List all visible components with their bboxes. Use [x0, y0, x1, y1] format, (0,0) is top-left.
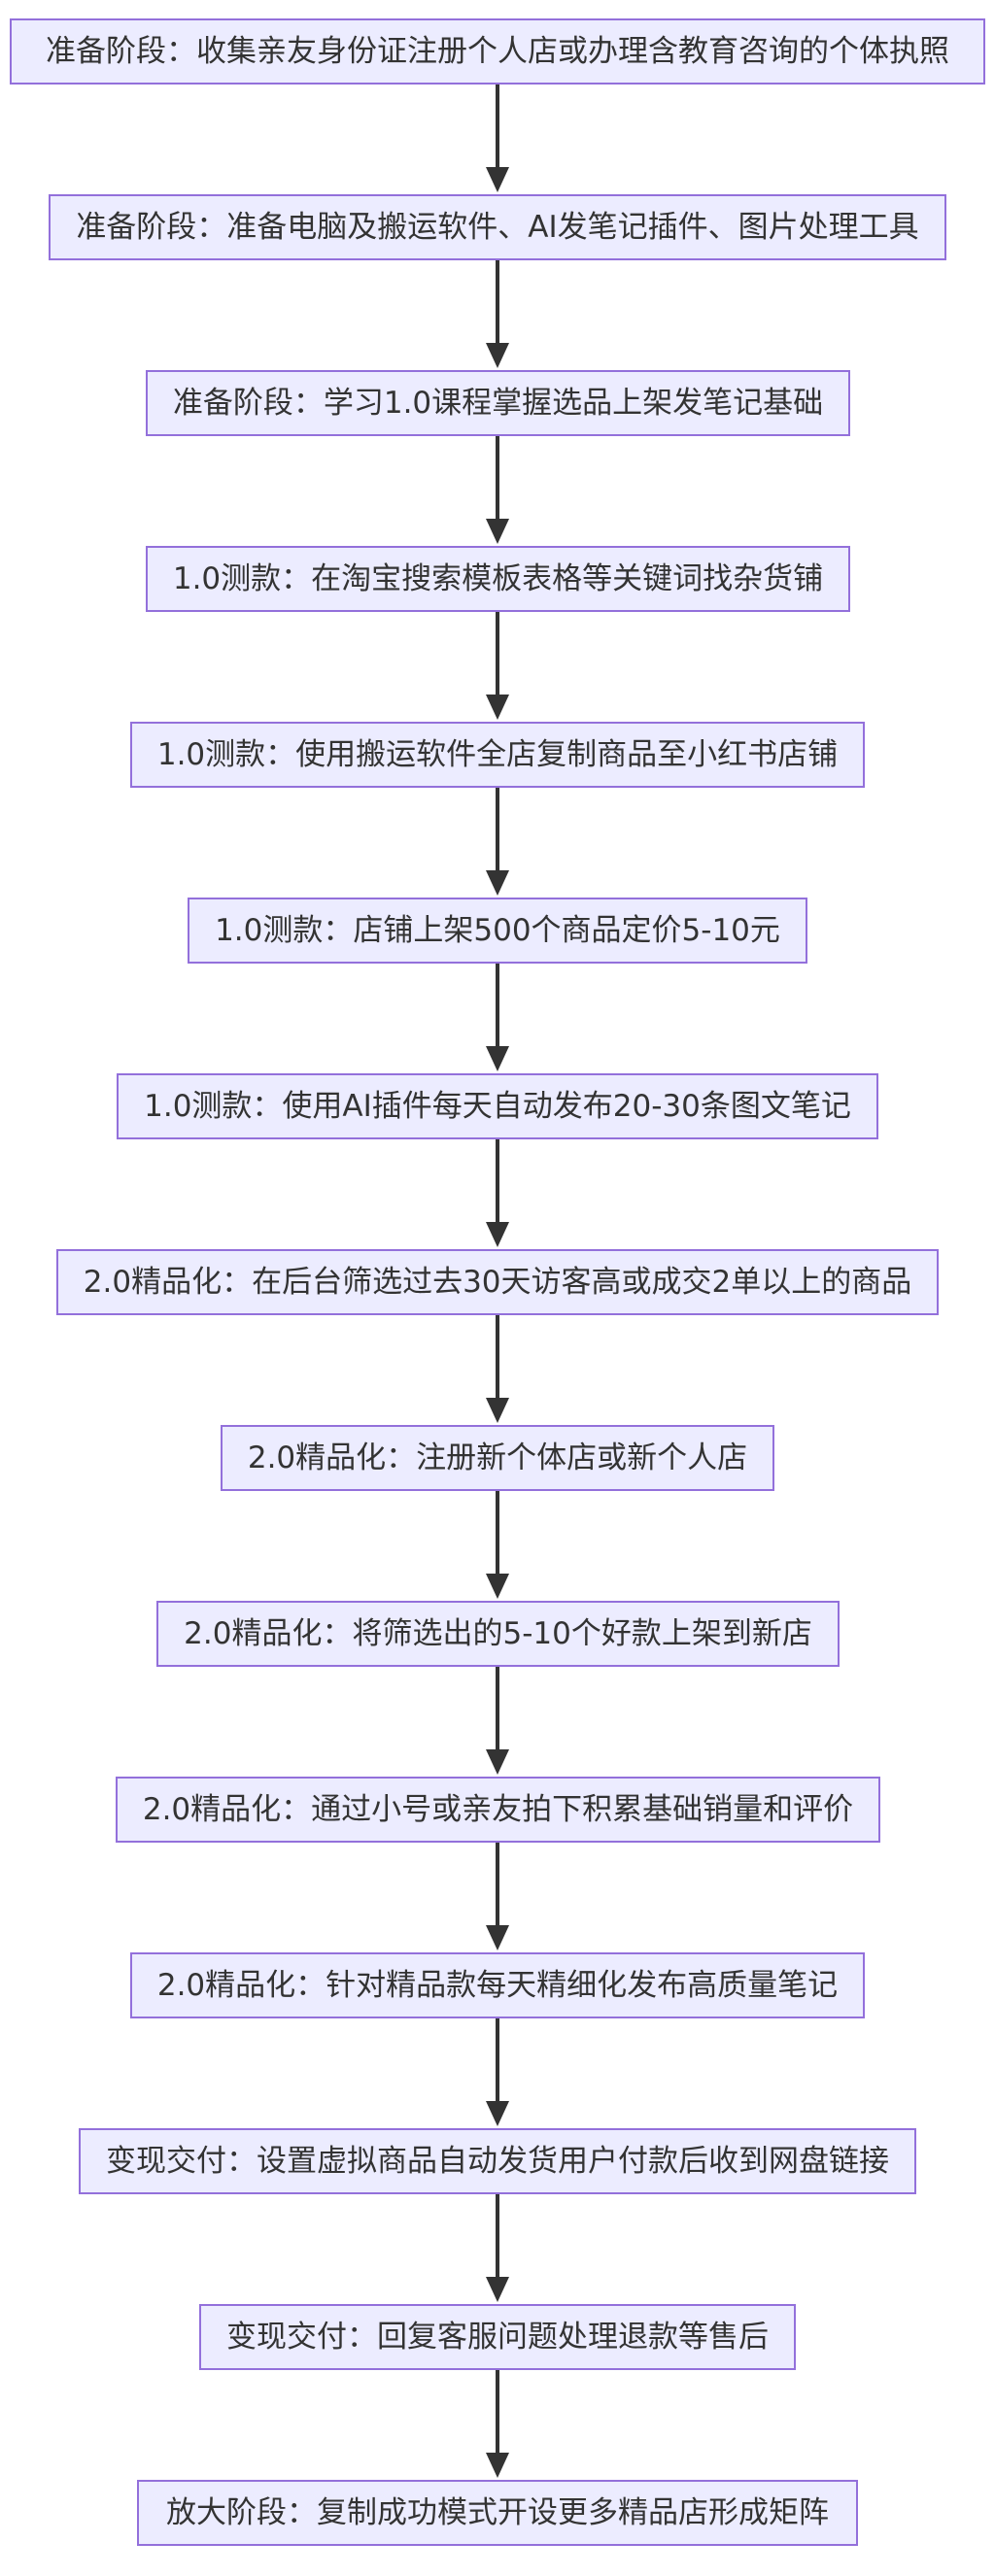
node-prep-registration[interactable]: 准备阶段：收集亲友身份证注册个人店或办理含教育咨询的个体执照 — [10, 18, 985, 85]
edge-arrow-13 — [486, 2194, 509, 2302]
node-refine-list-top-items[interactable]: 2.0精品化：将筛选出的5-10个好款上架到新店 — [156, 1601, 840, 1667]
node-deliver-after-sales[interactable]: 变现交付：回复客服问题处理退款等售后 — [199, 2304, 796, 2370]
node-deliver-auto-shipping[interactable]: 变现交付：设置虚拟商品自动发货用户付款后收到网盘链接 — [79, 2128, 916, 2194]
edge-arrow-8 — [486, 1315, 509, 1423]
edge-arrow-7 — [486, 1139, 509, 1247]
edge-arrow-6 — [486, 964, 509, 1071]
edge-arrow-9 — [486, 1491, 509, 1599]
node-test-search-taobao[interactable]: 1.0测款：在淘宝搜索模板表格等关键词找杂货铺 — [146, 546, 850, 612]
node-refine-new-store[interactable]: 2.0精品化：注册新个体店或新个人店 — [221, 1425, 774, 1491]
node-refine-base-sales[interactable]: 2.0精品化：通过小号或亲友拍下积累基础销量和评价 — [116, 1777, 880, 1843]
node-prep-course[interactable]: 准备阶段：学习1.0课程掌握选品上架发笔记基础 — [146, 370, 850, 436]
node-test-copy-store[interactable]: 1.0测款：使用搬运软件全店复制商品至小红书店铺 — [130, 722, 865, 788]
edge-arrow-10 — [486, 1667, 509, 1775]
node-test-list-products[interactable]: 1.0测款：店铺上架500个商品定价5-10元 — [188, 898, 807, 964]
node-scale-matrix[interactable]: 放大阶段：复制成功模式开设更多精品店形成矩阵 — [137, 2480, 858, 2546]
node-refine-quality-notes[interactable]: 2.0精品化：针对精品款每天精细化发布高质量笔记 — [130, 1952, 865, 2018]
node-prep-tools[interactable]: 准备阶段：准备电脑及搬运软件、AI发笔记插件、图片处理工具 — [49, 194, 946, 260]
edge-arrow-5 — [486, 788, 509, 896]
node-test-ai-notes[interactable]: 1.0测款：使用AI插件每天自动发布20-30条图文笔记 — [117, 1073, 878, 1139]
edge-arrow-11 — [486, 1843, 509, 1950]
edge-arrow-2 — [486, 260, 509, 368]
edge-arrow-4 — [486, 612, 509, 720]
edge-arrow-14 — [486, 2370, 509, 2478]
edge-arrow-1 — [486, 85, 509, 192]
edge-arrow-12 — [486, 2018, 509, 2126]
node-refine-filter-products[interactable]: 2.0精品化：在后台筛选过去30天访客高或成交2单以上的商品 — [56, 1249, 939, 1315]
edge-arrow-3 — [486, 436, 509, 544]
